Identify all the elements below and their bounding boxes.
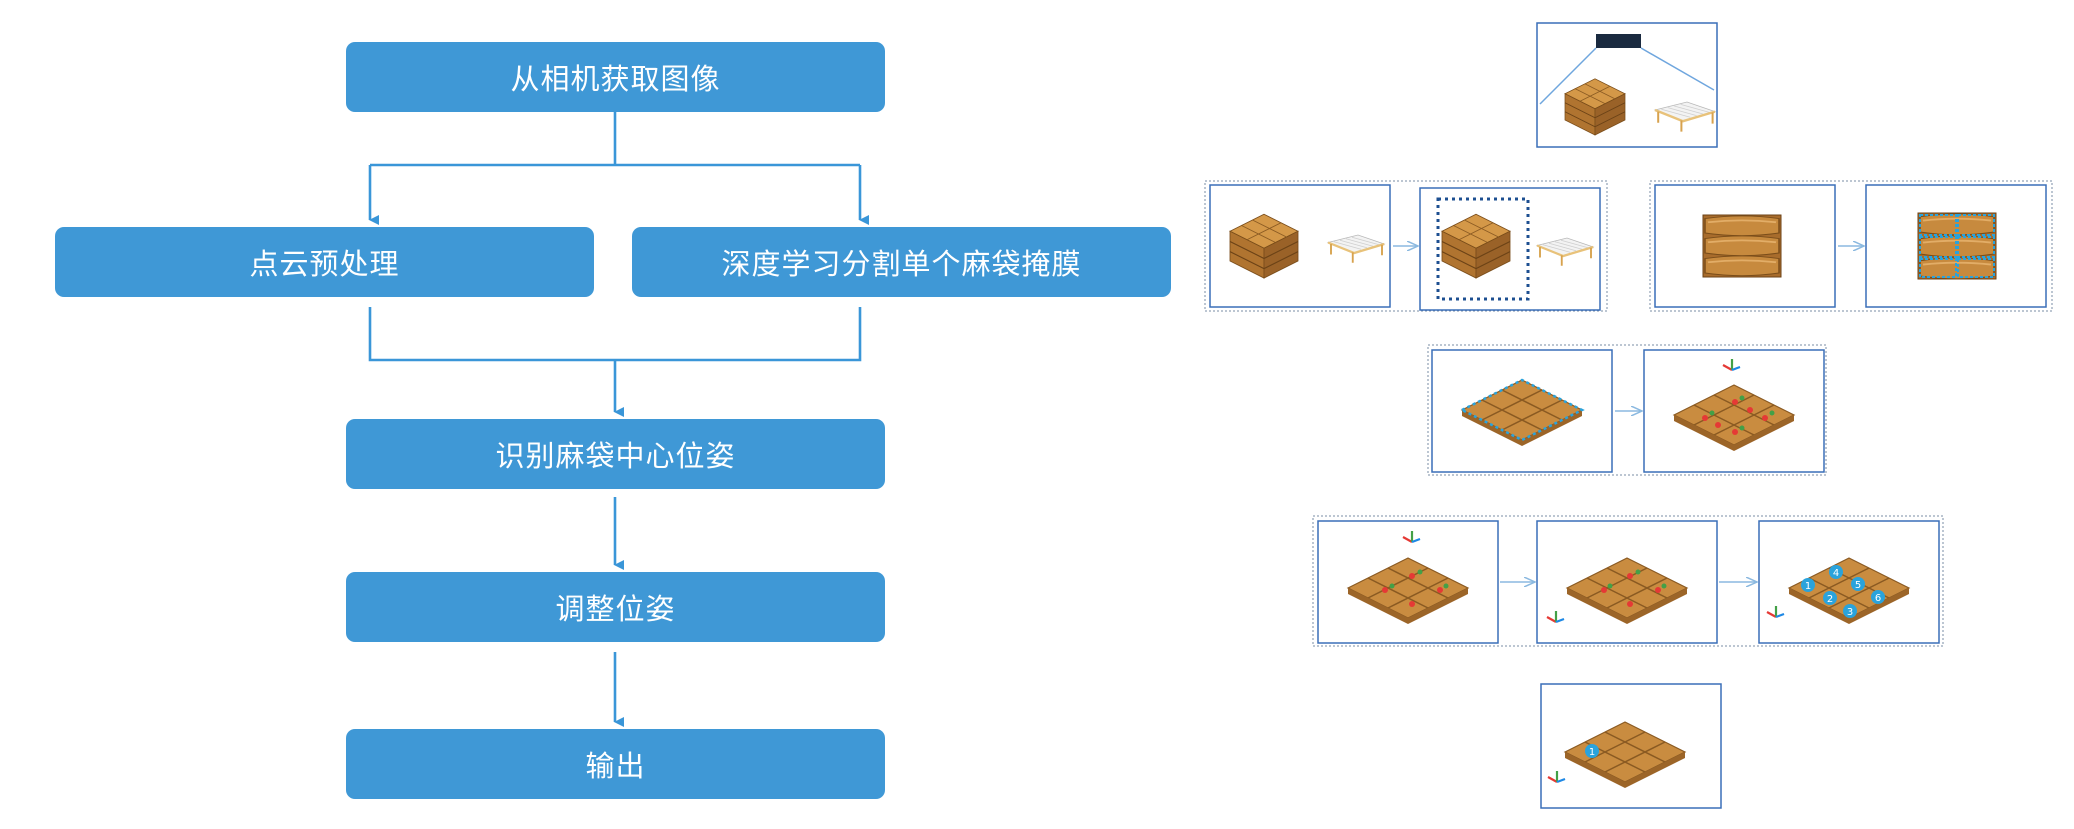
svg-text:1: 1 xyxy=(1589,747,1595,758)
svg-text:1: 1 xyxy=(1805,581,1811,592)
step-deep-learning-segmentation-label: 深度学习分割单个麻袋掩膜 xyxy=(721,247,1082,281)
stack-detection-panel xyxy=(1204,180,1608,312)
svg-text:6: 6 xyxy=(1875,593,1881,604)
segmentation-panel xyxy=(1649,180,2053,312)
output-panel: 1 xyxy=(1540,683,1722,809)
step-pointcloud-preprocess-label: 点云预处理 xyxy=(249,247,400,281)
svg-text:5: 5 xyxy=(1855,580,1861,591)
step-recognize-pose-label: 识别麻袋中心位姿 xyxy=(495,439,736,473)
step-adjust-pose: 调整位姿 xyxy=(346,572,885,642)
camera-scene-panel xyxy=(1536,22,1718,148)
svg-text:3: 3 xyxy=(1847,607,1853,618)
step-deep-learning-segmentation: 深度学习分割单个麻袋掩膜 xyxy=(632,227,1171,297)
pose-recognition-panel xyxy=(1427,344,1827,476)
step-adjust-pose-label: 调整位姿 xyxy=(555,592,676,626)
svg-text:4: 4 xyxy=(1833,568,1839,579)
step-acquire-image-label: 从相机获取图像 xyxy=(510,62,721,96)
svg-text:2: 2 xyxy=(1827,594,1833,605)
pick-order-labels: 1 2 3 4 5 6 xyxy=(1801,565,1885,618)
step-output-label: 输出 xyxy=(585,749,646,783)
step-recognize-pose: 识别麻袋中心位姿 xyxy=(346,419,885,489)
step-output: 输出 xyxy=(346,729,885,799)
pick-order-panel: 1 2 3 4 5 6 xyxy=(1312,515,1944,647)
step-pointcloud-preprocess: 点云预处理 xyxy=(55,227,594,297)
step-acquire-image: 从相机获取图像 xyxy=(346,42,885,112)
